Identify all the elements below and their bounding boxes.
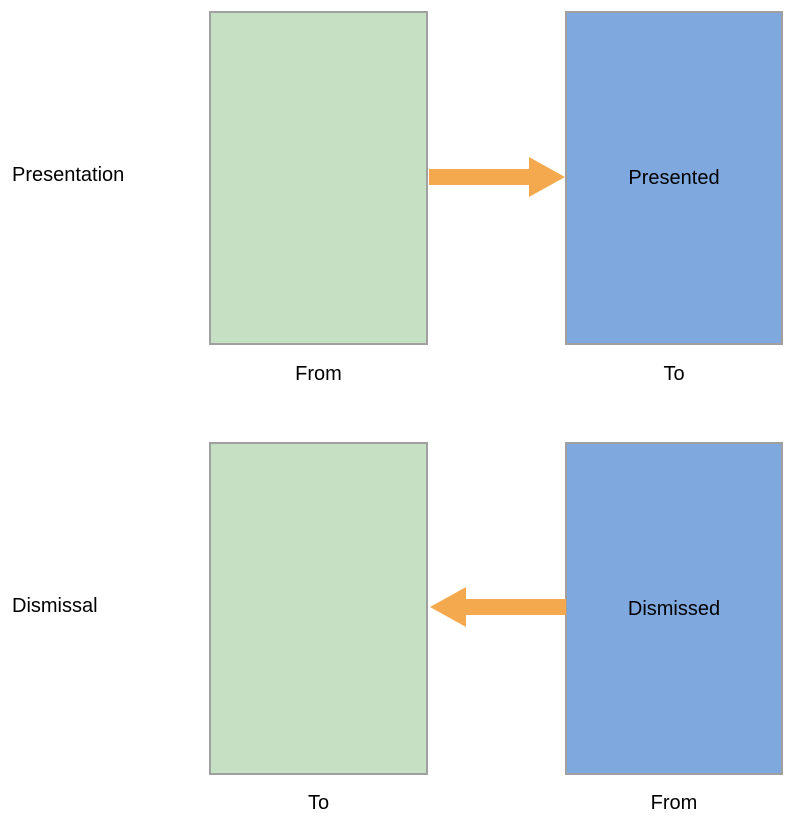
box-to-presentation[interactable]: Presented: [565, 11, 783, 345]
caption-from-dismissal: From: [650, 792, 698, 814]
box-from-presentation[interactable]: [209, 11, 428, 345]
box-label-presented: Presented: [628, 167, 720, 189]
arrow-left-icon: [430, 587, 566, 627]
box-from-dismissal[interactable]: Dismissed: [565, 442, 783, 775]
caption-to-dismissal: To: [307, 792, 330, 814]
row-title-presentation: Presentation: [12, 164, 125, 186]
row-title-dismissal: Dismissal: [12, 595, 98, 617]
caption-from-presentation: From: [295, 363, 342, 385]
diagram-row-dismissal: Dismissal Dismissed: [0, 418, 799, 835]
caption-to-presentation: To: [663, 363, 685, 385]
diagram-row-presentation: Presentation Presented: [12, 11, 783, 345]
box-to-dismissal[interactable]: [209, 442, 428, 775]
arrow-right-icon: [429, 157, 565, 197]
box-label-dismissed: Dismissed: [627, 597, 721, 620]
